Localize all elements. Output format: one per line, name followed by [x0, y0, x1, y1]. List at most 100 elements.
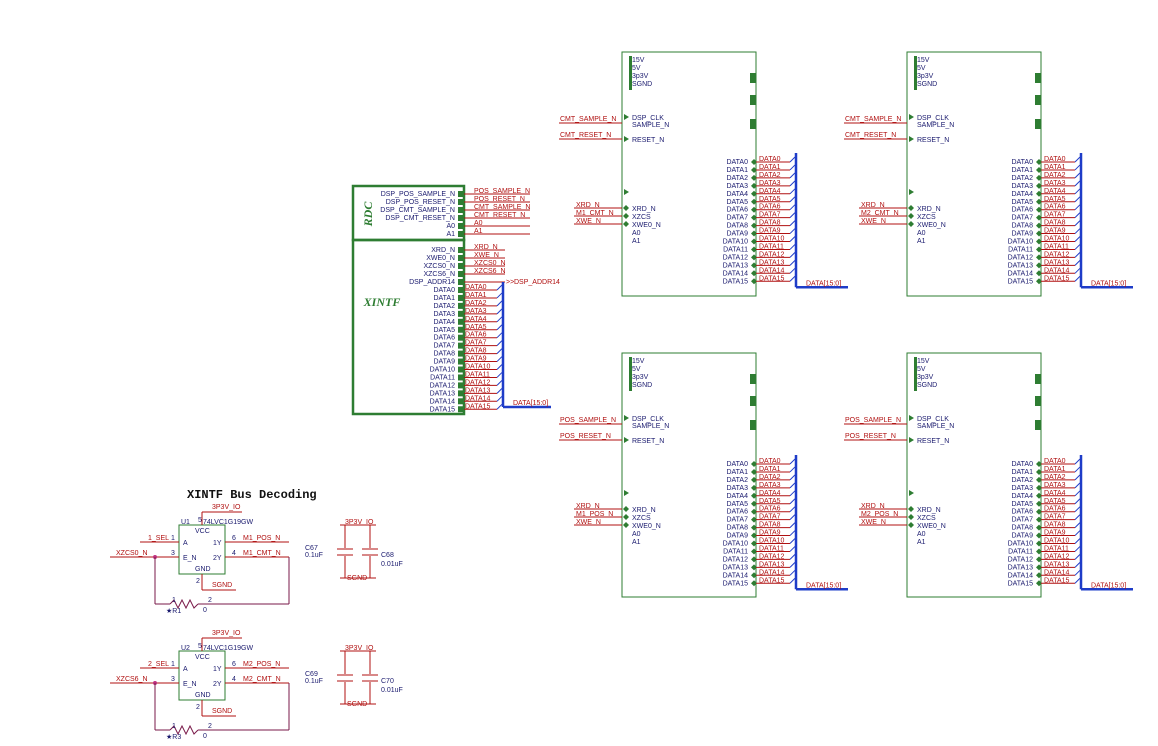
- data-net-label: DATA10: [465, 364, 491, 371]
- pin-marker: [1036, 492, 1042, 499]
- data-pin-label: DATA2: [1011, 175, 1033, 182]
- pin-marker: [623, 506, 629, 512]
- bus-pin-label: XRD_N: [917, 507, 941, 514]
- bus-pin-label: XWE0_N: [632, 523, 661, 530]
- bus-entry: [789, 236, 796, 242]
- data-net-label: DATA0: [759, 458, 781, 465]
- pin-marker: [458, 342, 463, 349]
- net-label-reset: POS_RESET_N: [845, 433, 896, 440]
- gnd-label: SGND: [212, 582, 232, 589]
- bus-entry: [496, 395, 503, 402]
- bus-entry: [1074, 554, 1081, 560]
- pin-marker: [908, 205, 914, 211]
- bus-entry: [1074, 458, 1081, 465]
- data-pin-label: DATA5: [726, 501, 748, 508]
- xintf-pin-label: XZCS0_N: [423, 263, 455, 270]
- pin-marker: [1036, 206, 1042, 213]
- pin-marker: [458, 255, 463, 261]
- power-pin-bar: [629, 56, 632, 90]
- power-pin-label: 15V: [917, 358, 930, 365]
- io-marker: [1035, 396, 1041, 406]
- data-pin-label: DATA4: [1011, 191, 1033, 198]
- data-net-label: DATA8: [759, 220, 781, 227]
- data-pin-label: DATA5: [726, 199, 748, 206]
- bus-entry: [496, 348, 503, 354]
- data-net-label: DATA2: [465, 300, 487, 307]
- ic-part: 74LVC1G19GW: [203, 519, 253, 526]
- bus-entry: [1074, 466, 1081, 473]
- data-pin-label: DATA12: [723, 254, 749, 261]
- data-net-label: DATA2: [759, 172, 781, 179]
- pin-marker: [1036, 461, 1042, 467]
- data-net-label: DATA7: [759, 514, 781, 521]
- pin-marker: [1036, 476, 1042, 483]
- pin-label: DSP_CLK: [917, 416, 949, 423]
- bus-label: DATA[15:0]: [1091, 280, 1126, 287]
- data-net-label: DATA3: [1044, 482, 1066, 489]
- pin-label: DSP_CLK: [632, 115, 664, 122]
- data-pin-label: DATA13: [723, 262, 749, 269]
- data-net-label: DATA14: [1044, 267, 1070, 274]
- net-label: XRD_N: [474, 244, 498, 251]
- pin-marker: [623, 522, 629, 528]
- pin-marker: [751, 246, 757, 253]
- data-net-label: DATA1: [759, 466, 781, 473]
- pin-marker: [751, 532, 757, 539]
- pin-marker: [751, 556, 757, 563]
- data-net-label: DATA8: [465, 348, 487, 355]
- data-net-label: DATA5: [465, 324, 487, 331]
- resistor-ref: ★R3: [166, 733, 181, 741]
- data-net-label: DATA8: [759, 522, 781, 529]
- pin-marker: [1036, 214, 1042, 221]
- cap-value: 0.1uF: [305, 678, 323, 685]
- gnd-label: SGND: [347, 575, 367, 582]
- data-pin-label: DATA4: [433, 319, 455, 326]
- pin-marker: [1036, 564, 1042, 571]
- pin-marker: [751, 540, 757, 547]
- pin-marker: [458, 191, 463, 197]
- bus-entry: [496, 380, 503, 386]
- bus-entry: [789, 196, 796, 203]
- data-pin-label: DATA9: [433, 359, 455, 366]
- bus-entry: [789, 506, 796, 513]
- data-pin-label: DATA7: [1011, 215, 1033, 222]
- pin-marker: [624, 189, 629, 195]
- y2-label: M1_CMT_N: [243, 550, 281, 557]
- data-pin-label: DATA0: [1011, 461, 1033, 468]
- pin-marker: [458, 382, 463, 389]
- pin-number: 5: [198, 517, 202, 524]
- bus-entry: [1074, 514, 1081, 521]
- data-pin-label: DATA13: [1008, 564, 1034, 571]
- bus-entry: [1074, 164, 1081, 171]
- data-net-label: DATA4: [465, 316, 487, 323]
- power-label: 3P3V_IO: [212, 504, 241, 511]
- pin-marker: [458, 398, 463, 405]
- bus-entry: [789, 204, 796, 211]
- data-pin-label: DATA6: [1011, 509, 1033, 516]
- pin-label: SAMPLE_N: [917, 423, 954, 430]
- bus-entry: [1074, 156, 1081, 163]
- ic-pin: 1Y: [213, 666, 222, 673]
- data-net-label: DATA0: [465, 284, 487, 291]
- bus-pin-label: XZCS: [917, 214, 936, 221]
- data-pin-label: DATA14: [723, 572, 749, 579]
- bus-entry: [496, 292, 503, 299]
- data-pin-label: DATA6: [726, 509, 748, 516]
- data-net-label: DATA15: [1044, 275, 1070, 282]
- pin-marker: [1036, 500, 1042, 507]
- data-pin-label: DATA12: [723, 556, 749, 563]
- data-pin-label: DATA6: [1011, 207, 1033, 214]
- bus-entry: [1074, 252, 1081, 258]
- bus-entry: [789, 569, 796, 576]
- pin-marker: [458, 390, 463, 397]
- data-pin-label: DATA8: [433, 351, 455, 358]
- pin-marker: [1036, 468, 1042, 475]
- bus-entry: [1074, 506, 1081, 513]
- net-label-sample: POS_SAMPLE_N: [845, 417, 901, 424]
- data-pin-label: DATA2: [1011, 477, 1033, 484]
- bus-entry: [789, 498, 796, 505]
- data-net-label: DATA11: [1044, 243, 1069, 250]
- data-pin-label: DATA9: [1011, 231, 1033, 238]
- data-net-label: DATA2: [759, 474, 781, 481]
